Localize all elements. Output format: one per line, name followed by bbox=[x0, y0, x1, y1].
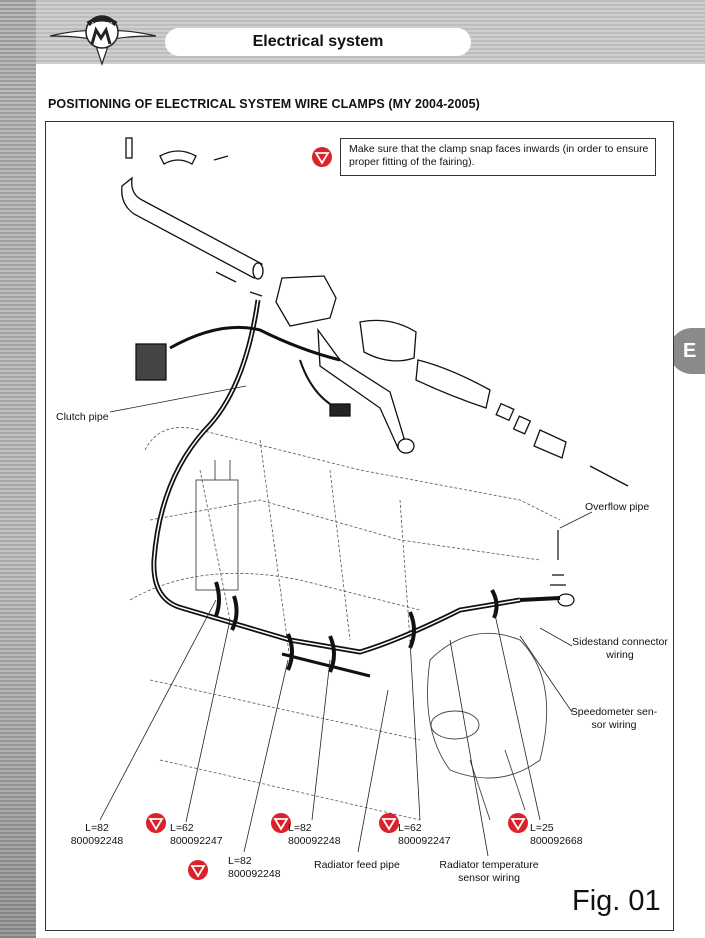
warning-triangle-icon bbox=[508, 813, 528, 833]
clamp-length: L=62 bbox=[170, 822, 194, 834]
clamp-code: 800092248 bbox=[70, 835, 124, 847]
clamp-code: 800092248 bbox=[228, 868, 281, 880]
clutch-pipe-label: Clutch pipe bbox=[56, 411, 109, 423]
wire-clamps bbox=[214, 581, 499, 673]
clamp-code: 800092668 bbox=[530, 835, 583, 847]
sidestand-label-line1: Sidestand connector bbox=[572, 636, 668, 648]
note-text: Make sure that the clamp snap faces inwa… bbox=[349, 143, 649, 168]
mv-agusta-logo: AGUSTA bbox=[49, 15, 157, 66]
clamp-length: L=82 bbox=[288, 822, 312, 834]
leader-lines bbox=[99, 385, 593, 857]
speedometer-label-line1: Speedometer sen- bbox=[570, 706, 658, 718]
frame-outline bbox=[129, 427, 561, 821]
page-sidebar-strip bbox=[0, 0, 36, 938]
section-tab[interactable]: E bbox=[669, 328, 705, 374]
sidestand-connector-label: Sidestand connector wiring bbox=[570, 636, 670, 662]
warning-triangle-icon bbox=[379, 813, 399, 833]
speedometer-sensor-label: Speedometer sen- sor wiring bbox=[566, 706, 662, 732]
clamp-length: L=82 bbox=[228, 855, 252, 867]
clamp-spec: L=82 800092248 bbox=[288, 822, 341, 848]
clamp-length: L=82 bbox=[85, 822, 109, 834]
radiator-temp-sensor-label: Radiator temperature sensor wiring bbox=[432, 859, 546, 885]
logo-text: AGUSTA bbox=[91, 22, 114, 28]
figure-label: Fig. 01 bbox=[572, 885, 661, 917]
clamp-spec: L=82 800092248 bbox=[62, 822, 132, 848]
speedometer-label-line2: sor wiring bbox=[591, 719, 637, 731]
radiator-temp-label-line1: Radiator temperature bbox=[439, 859, 539, 871]
clamp-length: L=25 bbox=[530, 822, 554, 834]
radiator-temp-label-line2: sensor wiring bbox=[458, 872, 520, 884]
clamp-spec: L=62 800092247 bbox=[170, 822, 223, 848]
sidestand-label-line2: wiring bbox=[606, 649, 634, 661]
wire-harness bbox=[151, 299, 575, 678]
clamp-spec: L=62 800092247 bbox=[398, 822, 451, 848]
overflow-pipe-label: Overflow pipe bbox=[585, 501, 650, 513]
clamp-code: 800092247 bbox=[170, 835, 223, 847]
warning-triangle-icon bbox=[146, 813, 166, 833]
warning-triangle-icon bbox=[271, 813, 291, 833]
clamp-spec: L=25 800092668 bbox=[530, 822, 583, 848]
page-title: Electrical system bbox=[165, 28, 471, 56]
engine-outline bbox=[195, 460, 548, 821]
note-box: Make sure that the clamp snap faces inwa… bbox=[340, 138, 656, 176]
clamp-code: 800092248 bbox=[288, 835, 341, 847]
clamp-length: L=62 bbox=[398, 822, 422, 834]
clamp-spec: L=82 800092248 bbox=[228, 855, 281, 881]
warning-triangle-icon bbox=[312, 147, 332, 167]
clamp-code: 800092247 bbox=[398, 835, 451, 847]
handlebar-assembly bbox=[121, 137, 629, 487]
figure-frame bbox=[45, 121, 674, 931]
radiator-feed-pipe-label: Radiator feed pipe bbox=[314, 859, 400, 871]
warning-triangle-icon bbox=[188, 860, 208, 880]
section-heading: POSITIONING OF ELECTRICAL SYSTEM WIRE CL… bbox=[48, 97, 480, 111]
